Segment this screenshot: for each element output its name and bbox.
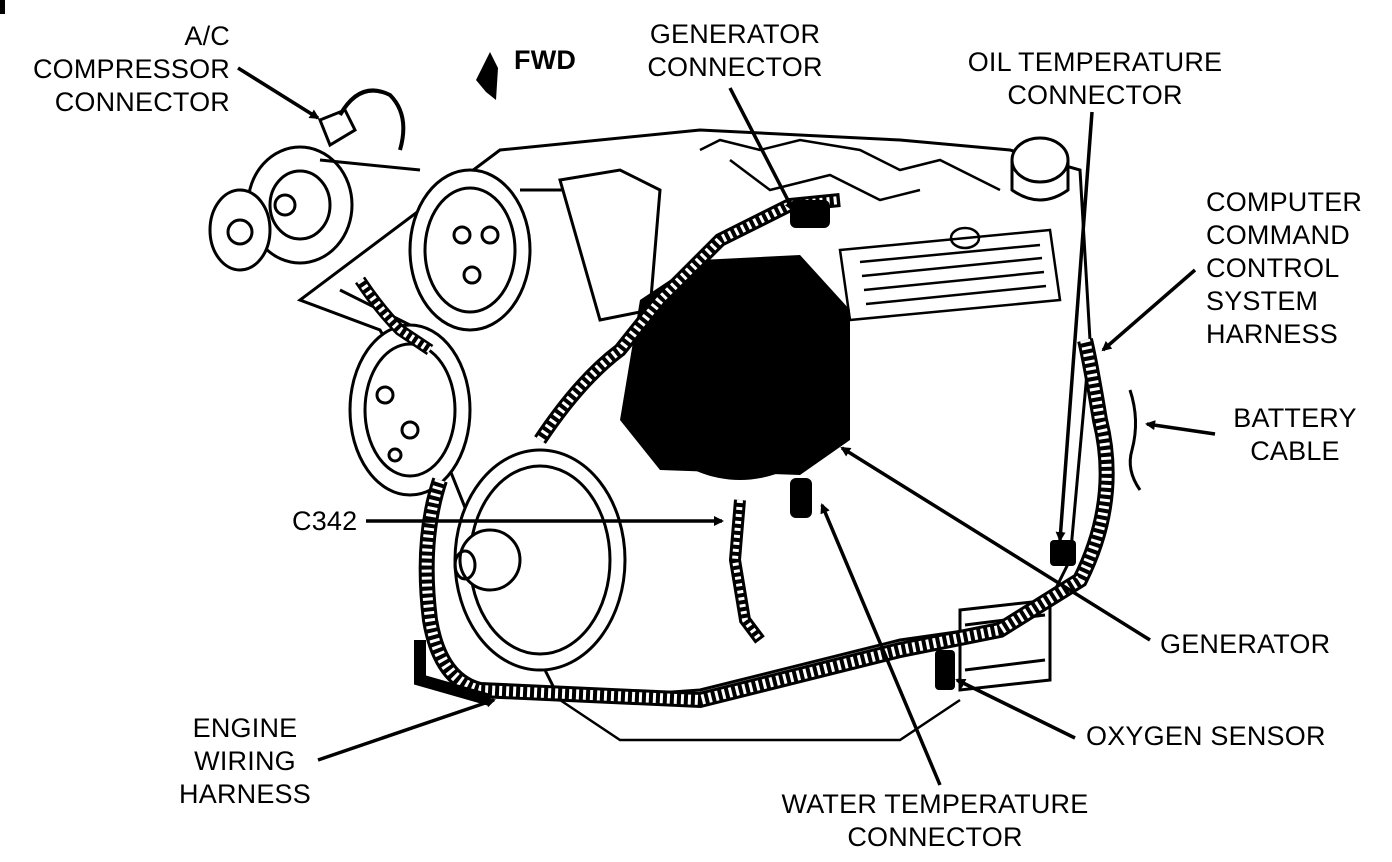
engine-illustration (208, 88, 1092, 742)
arrow-water-temperature (820, 503, 942, 786)
label-generator: GENERATOR (1160, 628, 1330, 661)
label-ac-compressor-connector: A/C COMPRESSOR CONNECTOR (10, 20, 230, 119)
label-line: C342 (292, 506, 358, 536)
label-line: CONNECTOR (1007, 80, 1183, 110)
upper-pulley (408, 168, 532, 332)
label-line: HARNESS (1206, 319, 1338, 349)
arrow-computer-command (1101, 268, 1197, 352)
label-oxygen-sensor: OXYGEN SENSOR (1086, 720, 1326, 753)
label-line: HARNESS (179, 779, 311, 809)
water-temp-connector (790, 478, 812, 518)
crank-pulley (453, 448, 627, 672)
oil-filler-cap (1010, 136, 1070, 202)
label-oil-temperature-connector: OIL TEMPERATURE CONNECTOR (940, 46, 1250, 112)
arrow-engine-wiring (317, 697, 496, 762)
arrow-generator-connector (728, 87, 795, 212)
label-generator-connector: GENERATOR CONNECTOR (620, 18, 850, 84)
label-computer-command-control: COMPUTER COMMAND CONTROL SYSTEM HARNESS (1206, 186, 1362, 351)
label-engine-wiring-harness: ENGINE WIRING HARNESS (160, 712, 330, 811)
label-line: CONNECTOR (54, 87, 230, 117)
generator-body (620, 255, 850, 480)
leader-lines (237, 66, 1216, 786)
label-battery-cable: BATTERY CABLE (1220, 402, 1370, 468)
arrow-oxygen-sensor (955, 678, 1076, 740)
ac-harness (338, 88, 406, 151)
label-fwd: FWD (514, 44, 576, 77)
wiring-harnesses (355, 193, 1115, 709)
label-line: FWD (514, 45, 577, 75)
label-line: SYSTEM (1206, 286, 1319, 316)
label-c342: C342 (292, 505, 357, 538)
arrow-ac-compressor (237, 66, 320, 120)
arrow-oil-temperature (1055, 111, 1094, 542)
label-line: CONTROL (1206, 253, 1340, 283)
label-line: GENERATOR (1160, 629, 1331, 659)
label-line: OXYGEN SENSOR (1086, 721, 1326, 751)
label-line: CONNECTOR (847, 822, 1023, 852)
battery-cable-wire (1128, 389, 1142, 491)
label-line: WATER TEMPERATURE (781, 789, 1089, 819)
valve-cover (838, 226, 1062, 322)
label-water-temperature-connector: WATER TEMPERATURE CONNECTOR (750, 788, 1120, 854)
label-line: BATTERY (1233, 403, 1357, 433)
oxygen-sensor-body (935, 650, 955, 690)
fwd-arrow-icon (476, 52, 498, 100)
label-line: COMPUTER (1206, 187, 1363, 217)
label-line: ENGINE (192, 713, 298, 743)
generator-connector-body (790, 200, 830, 228)
oil-pan (559, 698, 961, 742)
connectors (790, 200, 1076, 690)
ac-compressor (208, 108, 357, 272)
label-line: CONNECTOR (647, 52, 823, 82)
label-line: COMMAND (1206, 220, 1350, 250)
label-line: OIL TEMPERATURE (967, 47, 1223, 77)
arrow-generator (840, 446, 1151, 642)
arrow-battery-cable (1145, 420, 1216, 436)
label-line: COMPRESSOR (32, 54, 230, 84)
label-line: WIRING (194, 746, 296, 776)
label-line: GENERATOR (649, 19, 821, 49)
bracket (558, 168, 662, 322)
corner-mark (0, 0, 5, 14)
oil-temp-connector (1050, 540, 1076, 566)
label-line: CABLE (1250, 436, 1340, 466)
water-pump-pulley (348, 323, 472, 497)
intake-pipes (699, 138, 1001, 192)
label-line: A/C (184, 21, 230, 51)
